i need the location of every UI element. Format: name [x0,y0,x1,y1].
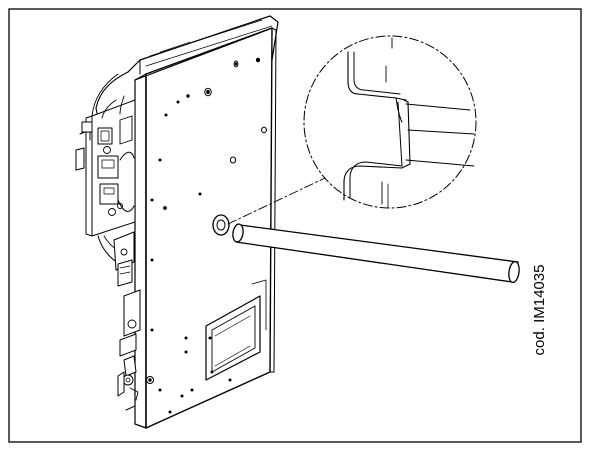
magnifier-circle [303,35,477,209]
operating-rod [232,223,520,284]
detail-callout [227,35,477,225]
device-body [127,15,279,429]
leader-line [227,177,326,225]
document-code-label: cod. IM14035 [531,264,548,356]
side-mechanism [75,71,154,425]
